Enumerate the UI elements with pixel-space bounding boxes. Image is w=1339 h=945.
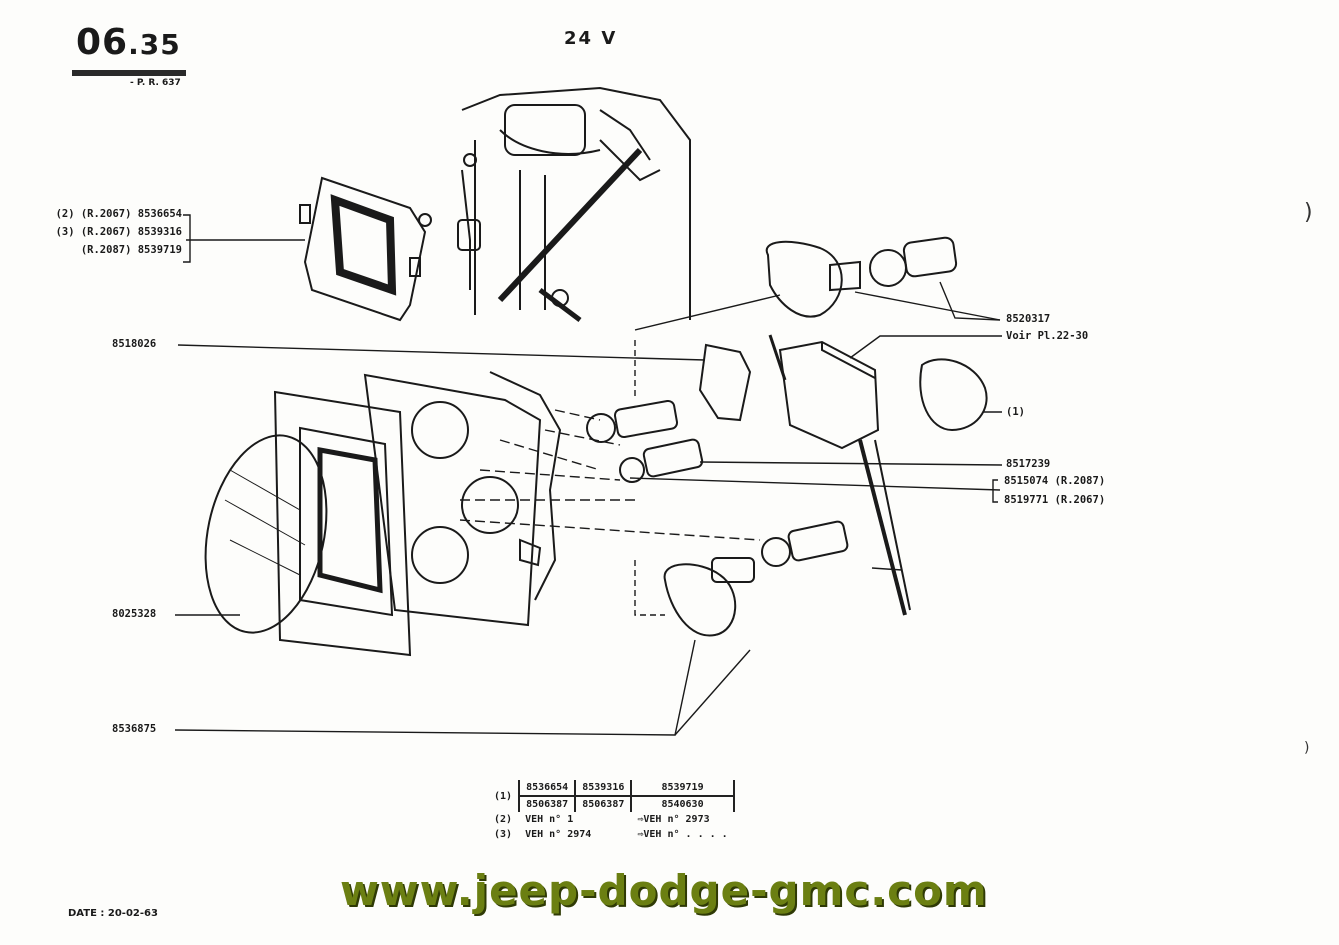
margin-mark: ) bbox=[1304, 200, 1313, 225]
label-8519771: 8519771 (R.2067) bbox=[1004, 494, 1106, 506]
table-row3-label: (3) bbox=[494, 829, 513, 840]
label-top-left-1: (2) (R.2067) 8536654 bbox=[55, 208, 182, 220]
dashboard-illustration bbox=[457, 86, 691, 322]
label-note-1: (1) bbox=[1006, 406, 1025, 418]
table-cell: 8539719 bbox=[630, 780, 735, 797]
website-watermark: www.jeep-dodge-gmc.com bbox=[340, 866, 988, 915]
table-row2-a: VEH n° 1 bbox=[525, 814, 574, 825]
section-number: 06.35 bbox=[76, 22, 181, 63]
reference-table: (1) 8536654 8539316 8539719 8506387 8506… bbox=[488, 780, 735, 842]
table-row2-label: (2) bbox=[494, 814, 513, 825]
margin-mark: ) bbox=[1304, 740, 1310, 756]
table-cell: 8539316 bbox=[574, 780, 633, 797]
label-8520317: 8520317 bbox=[1006, 313, 1051, 325]
label-8025328: 8025328 bbox=[112, 608, 157, 620]
label-8517239: 8517239 bbox=[1006, 458, 1051, 470]
label-top-left-2: (3) (R.2067) 8539316 bbox=[55, 226, 182, 238]
section-ref: - P. R. 637 bbox=[130, 78, 181, 88]
section-bar bbox=[72, 70, 186, 76]
label-8518026: 8518026 bbox=[112, 338, 157, 350]
table-row2-b: ⇨VEH n° 2973 bbox=[637, 814, 710, 825]
diagram-drawing bbox=[174, 86, 1003, 736]
lamp-panel-top-left bbox=[299, 176, 432, 322]
date-label: DATE : 20-02-63 bbox=[68, 908, 158, 919]
section-sub: .35 bbox=[128, 28, 181, 61]
table-cell: 8506387 bbox=[518, 796, 577, 812]
section-main: 06 bbox=[76, 22, 129, 63]
table-row3-b: ⇨VEH n° . . . . bbox=[637, 829, 728, 840]
instrument-housing bbox=[204, 371, 562, 657]
label-8515074: 8515074 (R.2087) bbox=[1004, 475, 1106, 487]
table-cell: 8536654 bbox=[518, 780, 577, 797]
table-cell: 8540630 bbox=[630, 796, 735, 812]
table-cell: 8506387 bbox=[574, 796, 633, 812]
label-voir: Voir Pl.22-30 bbox=[1006, 330, 1089, 342]
voltage-title: 24 V bbox=[564, 28, 618, 49]
leader-lines bbox=[174, 214, 1003, 736]
regulator-unit bbox=[768, 334, 911, 616]
bulbs-and-sockets bbox=[586, 236, 958, 567]
table-row1-label: (1) bbox=[494, 790, 513, 802]
caps-and-covers bbox=[663, 240, 988, 637]
label-8536875: 8536875 bbox=[112, 723, 157, 735]
label-top-left-3: (R.2087) 8539719 bbox=[80, 244, 182, 256]
table-row3-a: VEH n° 2974 bbox=[525, 829, 592, 840]
